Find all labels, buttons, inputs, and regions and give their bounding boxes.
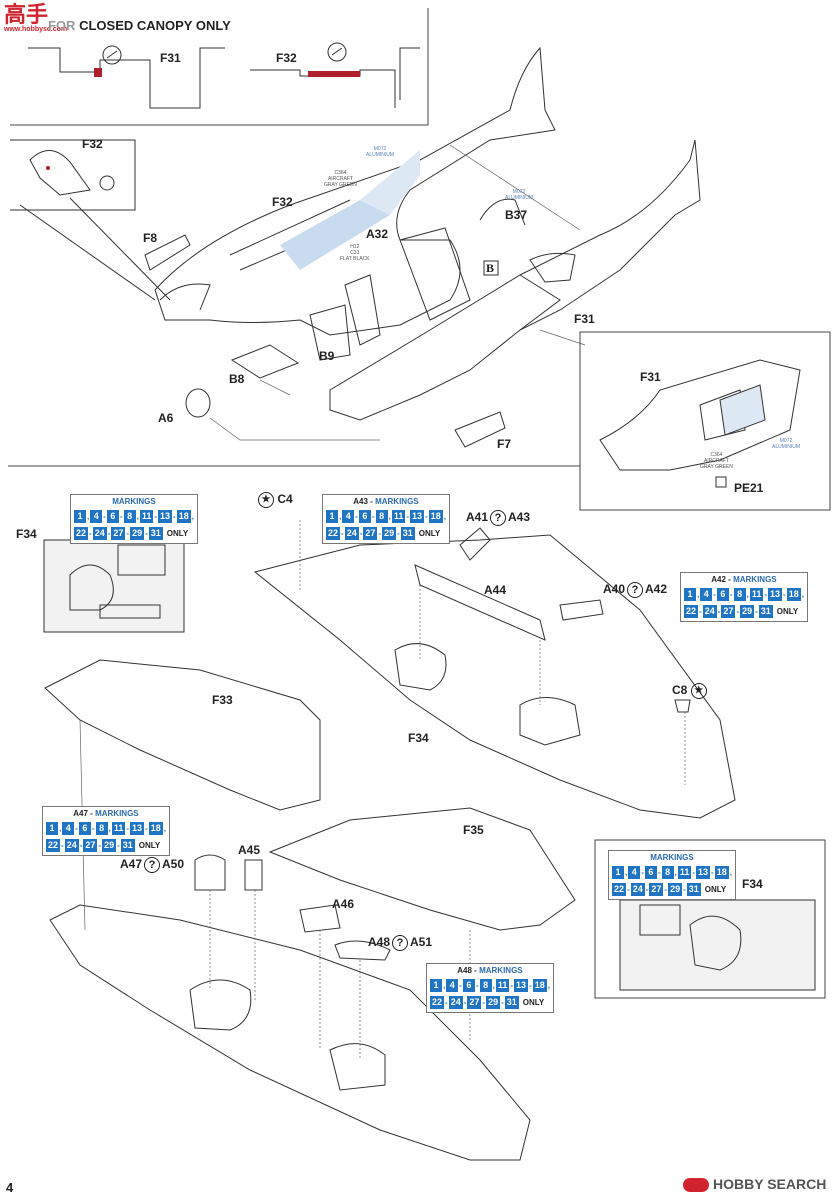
part-label-f33: F33 bbox=[212, 693, 233, 707]
watermark-main-text: 高手 bbox=[4, 2, 49, 27]
part-label-c4: ★ C4 bbox=[258, 492, 293, 508]
part-label-f7: F7 bbox=[497, 437, 512, 451]
red-detail-f32-left bbox=[46, 166, 50, 170]
part-label-a41-a43: A41?A43 bbox=[466, 510, 531, 526]
marking-box-a48: A48 - MARKINGS 1,4-6-8,11-13-18, 22-24-2… bbox=[426, 963, 554, 1013]
part-label-f32-main: F32 bbox=[272, 195, 293, 209]
part-label-a32: A32 bbox=[366, 227, 389, 241]
marking-title: MARKINGS bbox=[112, 497, 156, 506]
question-icon: ? bbox=[392, 935, 409, 951]
marking-title: A42 - MARKINGS bbox=[711, 575, 777, 584]
part-label-f32-inset: F32 bbox=[82, 137, 103, 151]
marking-title: A47 - MARKINGS bbox=[73, 809, 139, 818]
part-label-f35: F35 bbox=[463, 823, 484, 837]
part-label-b37: B37 bbox=[505, 208, 528, 222]
watermark-logo-icon bbox=[683, 1178, 709, 1193]
watermark-top-left: 高手 www.hobbysc.com bbox=[4, 2, 68, 34]
question-icon: ? bbox=[627, 582, 644, 598]
marking-title: A43 - MARKINGS bbox=[353, 497, 419, 506]
star-icon: ★ bbox=[258, 492, 274, 508]
marking-box-a43: A43 - MARKINGS 1,4-6-8,11-13-18, 22-24-2… bbox=[322, 494, 450, 544]
part-label-a46: A46 bbox=[332, 897, 355, 911]
part-label-b-box: B bbox=[486, 261, 495, 275]
part-label-c8: C8 ★ bbox=[672, 683, 707, 699]
part-label-a45: A45 bbox=[238, 843, 261, 857]
question-icon: ? bbox=[144, 857, 161, 873]
part-label-f34-inset: F34 bbox=[16, 527, 37, 541]
part-label-a44: A44 bbox=[484, 583, 507, 597]
part-label-f34-main: F34 bbox=[408, 731, 429, 745]
part-label-f32-top: F32 bbox=[276, 51, 297, 65]
part-label-f31-top: F31 bbox=[160, 51, 181, 65]
marking-title: A48 - MARKINGS bbox=[457, 966, 523, 975]
part-label-f34-inset2: F34 bbox=[742, 877, 763, 891]
page-number: 4 bbox=[6, 1180, 14, 1195]
marking-box-f34: MARKINGS 1,4-6-8,11-13-18, 22-24-27-29-3… bbox=[608, 850, 736, 900]
star-icon: ★ bbox=[690, 683, 707, 699]
watermark-sub-text: www.hobbysc.com bbox=[4, 26, 68, 33]
marking-box-a42: A42 - MARKINGS 1,4-6-8,11-13-18, 22-24-2… bbox=[680, 572, 808, 622]
canopy-note-text: CLOSED CANOPY ONLY bbox=[79, 18, 231, 33]
part-label-a6: A6 bbox=[158, 411, 174, 425]
canopy-note: FOR CLOSED CANOPY ONLY bbox=[48, 18, 231, 33]
watermark-brand: HOBBY SEARCH bbox=[713, 1176, 827, 1192]
part-label-f31-fuselage: F31 bbox=[574, 312, 595, 326]
part-label-a40-a42: A40?A42 bbox=[603, 582, 668, 598]
marking-title: MARKINGS bbox=[650, 853, 694, 862]
part-label-f31-inset: F31 bbox=[640, 370, 661, 384]
part-label-b8: B8 bbox=[229, 372, 245, 386]
marking-row-1: 1,4-6-8,11-13-18, bbox=[74, 509, 194, 524]
part-label-a48-a51: A48?A51 bbox=[368, 935, 433, 951]
question-icon: ? bbox=[490, 510, 507, 526]
part-label-pe21: PE21 bbox=[734, 481, 764, 495]
canopy-note-prefix: FOR bbox=[48, 18, 76, 33]
watermark-bottom-right: HOBBY SEARCH bbox=[683, 1176, 827, 1193]
red-detail-f32 bbox=[308, 71, 360, 77]
part-label-b9: B9 bbox=[319, 349, 335, 363]
marking-box-a47: A47 - MARKINGS 1,4-6-8,11-13-18, 22-24-2… bbox=[42, 806, 170, 856]
marking-box-1: MARKINGS 1,4-6-8,11-13-18, 22-24-27-29-3… bbox=[70, 494, 198, 544]
part-label-a47-a50: A47?A50 bbox=[120, 857, 185, 873]
red-detail-f31 bbox=[94, 68, 102, 77]
part-label-f8: F8 bbox=[143, 231, 158, 245]
